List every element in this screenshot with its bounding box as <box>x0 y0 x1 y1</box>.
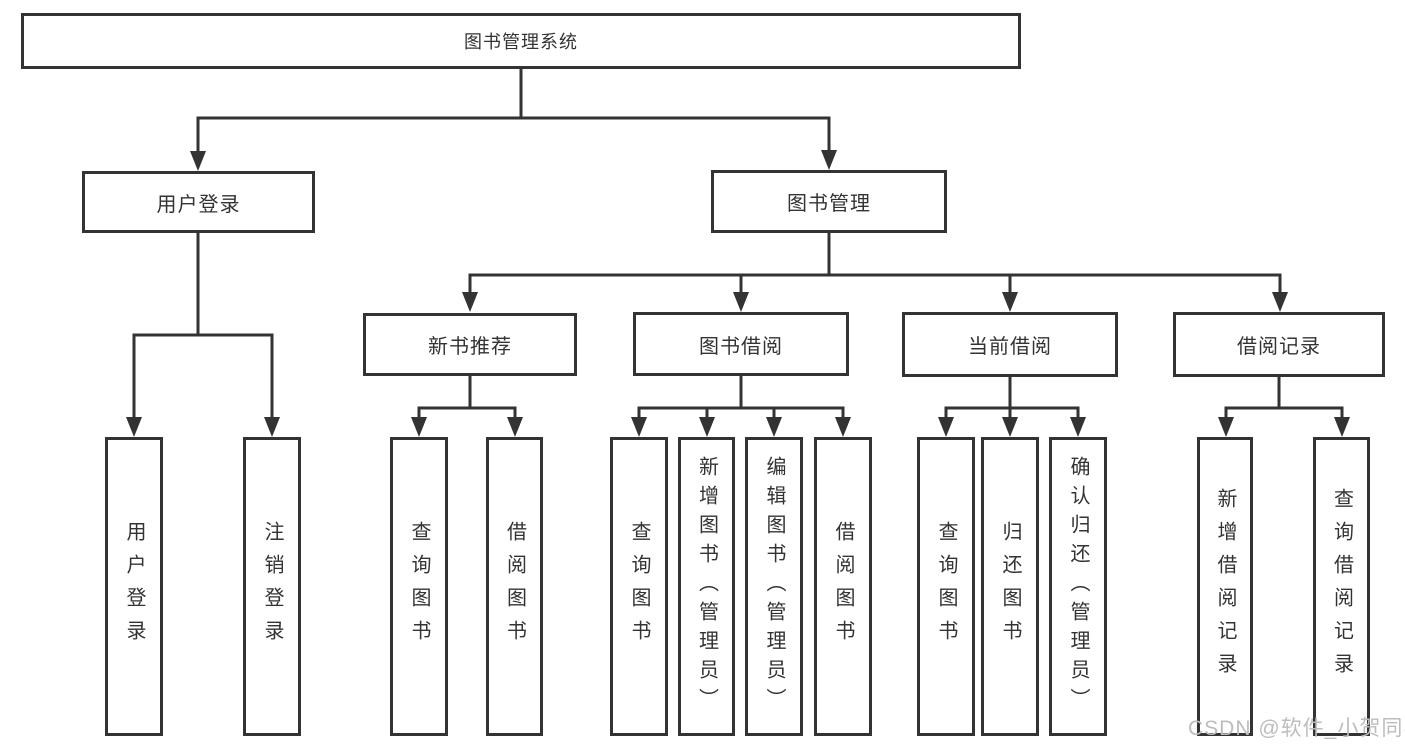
leaf-logout-label: 注销登录 <box>261 520 283 653</box>
leaf-return-book-label: 归还图书 <box>999 520 1021 653</box>
node-book-mgmt-label: 图书管理 <box>787 193 871 215</box>
node-borrow-records: 借阅记录 <box>1173 312 1385 377</box>
leaf-borrow-book-1-label: 借阅图书 <box>503 520 526 653</box>
leaf-borrow-book-2-label: 借阅图书 <box>832 520 854 653</box>
node-book-borrow-label: 图书借阅 <box>699 335 783 358</box>
leaf-add-book-label: 新增图书（管理员） <box>695 456 718 717</box>
leaf-edit-book-label: 编辑图书（管理员） <box>763 456 785 717</box>
node-user-login: 用户登录 <box>82 171 315 233</box>
leaf-query-record-label: 查询借阅记录 <box>1330 487 1353 686</box>
leaf-query-book-1-label: 查询图书 <box>408 520 430 653</box>
leaf-confirm-return: 确认归还（管理员） <box>1049 437 1107 736</box>
leaf-borrow-book-1: 借阅图书 <box>486 437 543 736</box>
leaf-add-record: 新增借阅记录 <box>1197 437 1253 736</box>
leaf-query-book-1: 查询图书 <box>390 437 448 736</box>
csdn-watermark: CSDN @软件_小贺同学 <box>1188 717 1405 740</box>
leaf-user-login: 用户登录 <box>105 437 163 736</box>
leaf-user-login-label: 用户登录 <box>123 520 145 653</box>
node-borrow-records-label: 借阅记录 <box>1237 336 1321 358</box>
node-current-borrow-label: 当前借阅 <box>968 336 1052 358</box>
leaf-query-book-2: 查询图书 <box>610 437 668 736</box>
leaf-query-record: 查询借阅记录 <box>1313 437 1370 736</box>
leaf-return-book: 归还图书 <box>981 437 1039 736</box>
leaf-logout: 注销登录 <box>243 437 301 736</box>
leaf-add-record-label: 新增借阅记录 <box>1214 487 1236 686</box>
leaf-confirm-return-label: 确认归还（管理员） <box>1067 456 1089 717</box>
leaf-query-book-2-label: 查询图书 <box>628 520 650 653</box>
node-book-borrow: 图书借阅 <box>633 312 849 376</box>
node-new-book-rec-label: 新书推荐 <box>428 336 512 358</box>
node-book-mgmt: 图书管理 <box>711 170 947 233</box>
leaf-borrow-book-2: 借阅图书 <box>814 437 872 736</box>
node-current-borrow: 当前借阅 <box>902 312 1118 377</box>
leaf-add-book: 新增图书（管理员） <box>678 437 735 736</box>
leaf-query-book-3-label: 查询图书 <box>935 520 957 653</box>
node-root-label: 图书管理系统 <box>464 32 578 52</box>
node-root: 图书管理系统 <box>21 13 1021 69</box>
leaf-query-book-3: 查询图书 <box>917 437 975 736</box>
node-new-book-rec: 新书推荐 <box>363 313 577 376</box>
leaf-edit-book: 编辑图书（管理员） <box>745 437 803 736</box>
node-user-login-label: 用户登录 <box>156 193 241 216</box>
